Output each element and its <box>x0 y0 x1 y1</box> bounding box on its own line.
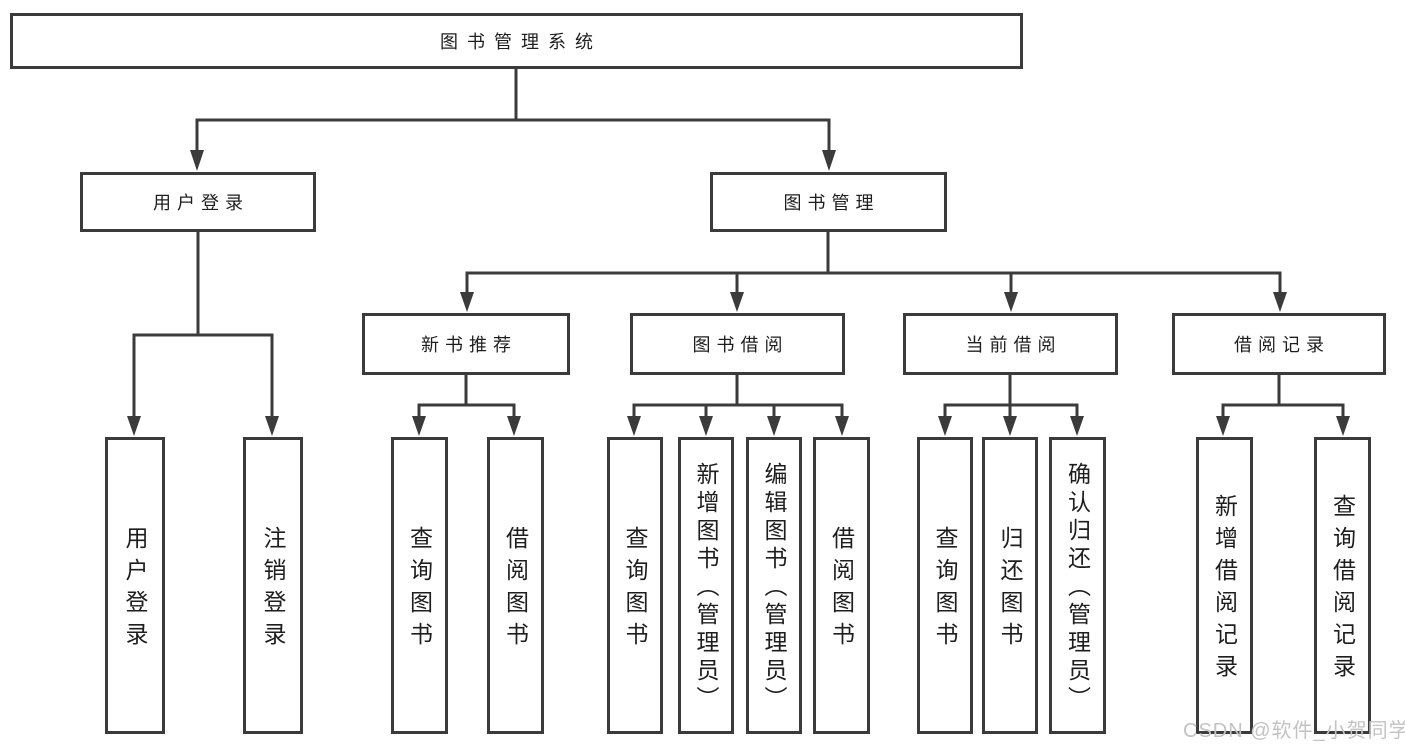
node-label: 查询图书 <box>932 526 958 654</box>
node-label: 归还图书 <box>997 526 1023 654</box>
connector-root-to-level2 <box>195 68 831 152</box>
arrowheads-new-books-branch <box>412 416 521 436</box>
node-book-borrowing: 图书借阅 <box>630 313 845 375</box>
leaf-edit-books-admin: 编辑图书（管理员） <box>746 437 802 734</box>
leaf-query-books-recommend: 查询图书 <box>391 437 448 734</box>
leaf-query-books-current: 查询图书 <box>917 437 973 734</box>
node-label: 图书借阅 <box>692 335 789 355</box>
node-label: 查询图书 <box>622 526 648 654</box>
leaf-query-books-borrowing: 查询图书 <box>607 437 663 734</box>
node-label: 借阅图书 <box>828 526 855 654</box>
node-label: 新增借阅记录 <box>1211 494 1238 686</box>
connector-book-mgmt-branch <box>465 232 1282 293</box>
node-label: 查询借阅记录 <box>1329 494 1356 686</box>
leaf-confirm-return-admin: 确认归还（管理员） <box>1049 437 1106 734</box>
node-label: 当前借阅 <box>965 335 1062 355</box>
node-label: 图书管理 <box>783 193 880 213</box>
node-label: 用户登录 <box>122 526 148 654</box>
node-current-borrowing: 当前借阅 <box>903 313 1118 375</box>
leaf-borrow-books: 借阅图书 <box>813 437 870 734</box>
node-borrow-records: 借阅记录 <box>1172 313 1386 375</box>
node-label: 确认归还（管理员） <box>1064 462 1091 714</box>
node-label: 注销登录 <box>260 526 286 654</box>
node-label: 查询图书 <box>406 526 433 654</box>
connector-current-branch <box>943 375 1079 418</box>
connector-user-login-branch <box>132 232 274 418</box>
leaf-user-login: 用户登录 <box>105 437 165 734</box>
leaf-return-books: 归还图书 <box>982 437 1038 734</box>
watermark: CSDN @软件_小贺同学 <box>1183 720 1405 742</box>
node-label: 新增图书（管理员） <box>693 462 719 714</box>
leaf-borrow-books-recommend: 借阅图书 <box>487 437 544 734</box>
arrowheads-borrow-branch <box>627 416 849 436</box>
arrowheads-user-login-branch <box>127 416 279 436</box>
node-new-book-recommend: 新书推荐 <box>362 313 570 375</box>
node-label: 借阅记录 <box>1234 335 1330 355</box>
arrowheads-book-mgmt-branch <box>460 292 1287 312</box>
connector-new-books-branch <box>417 375 516 418</box>
leaf-add-books-admin: 新增图书（管理员） <box>678 437 734 734</box>
node-book-management-module: 图书管理 <box>710 172 947 232</box>
arrowheads-current-branch <box>938 416 1084 436</box>
node-label: 新书推荐 <box>421 335 517 355</box>
node-system-root: 图书管理系统 <box>10 13 1023 69</box>
node-label: 用户登录 <box>153 193 249 213</box>
arrowheads-records-branch <box>1216 416 1350 436</box>
node-label: 借阅图书 <box>502 526 529 654</box>
node-label: 图书管理系统 <box>440 32 602 52</box>
leaf-add-borrow-record: 新增借阅记录 <box>1196 437 1253 734</box>
arrowheads-level2 <box>190 150 836 171</box>
leaf-query-borrow-record: 查询借阅记录 <box>1314 437 1371 734</box>
connector-borrow-branch <box>632 375 844 418</box>
node-user-login-module: 用户登录 <box>80 172 316 232</box>
node-label: 编辑图书（管理员） <box>761 462 787 714</box>
connector-records-branch <box>1221 375 1345 418</box>
leaf-logout: 注销登录 <box>243 437 303 734</box>
